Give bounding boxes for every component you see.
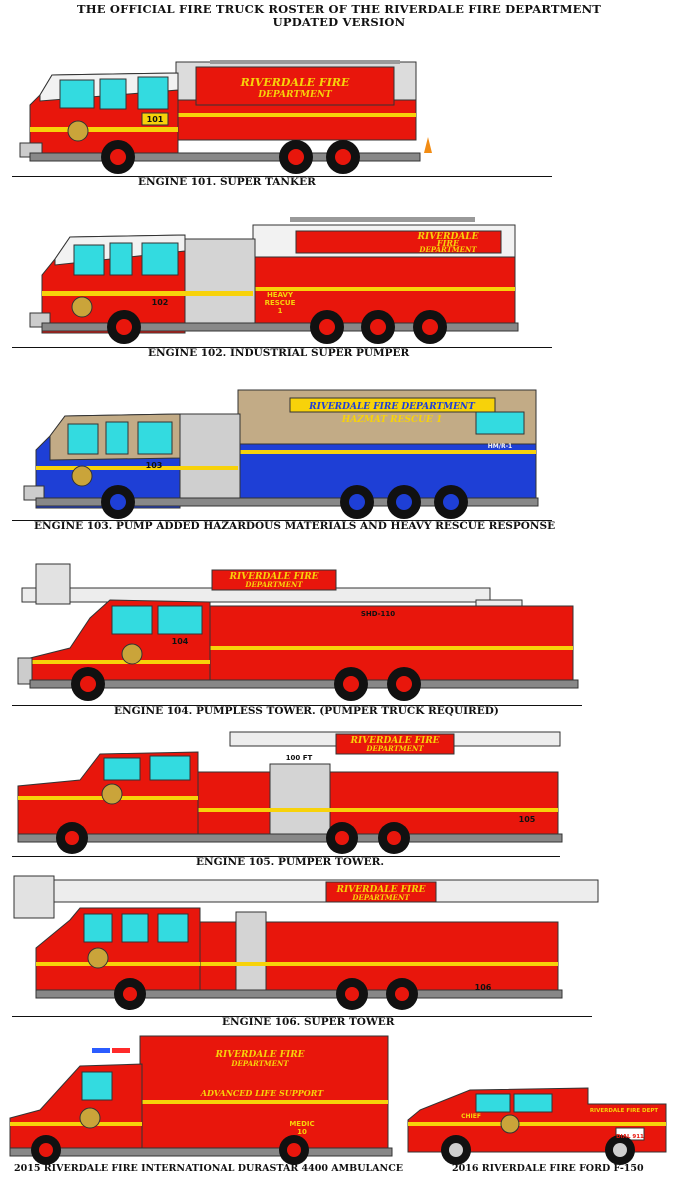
engine-105-body-line-1: RIVERDALE FIRE <box>349 736 439 746</box>
engine-105-ladder-tag: 100 FT <box>286 754 313 762</box>
engine-103-body-line-1: RIVERDALE FIRE DEPARTMENT <box>308 402 476 412</box>
pickup-illustration <box>407 1087 667 1165</box>
engine-103-caption: ENGINE 103. PUMP ADDED HAZARDOUS MATERIA… <box>34 520 556 532</box>
engine-106-body-line-1: RIVERDALE FIRE <box>335 885 425 895</box>
engine-104-illustration <box>17 563 579 701</box>
engine-102-illustration <box>29 217 519 344</box>
ambulance-medic-label: MEDIC <box>289 1120 314 1128</box>
ambulance-text-layer: RIVERDALE FIRE DEPARTMENT ADVANCED LIFE … <box>200 1050 324 1136</box>
pickup-caption: 2016 RIVERDALE FIRE FORD F-150 <box>452 1163 644 1174</box>
page-subtitle: UPDATED VERSION <box>272 15 406 29</box>
engine-105-illustration <box>17 731 563 854</box>
ambulance-illustration <box>9 1035 393 1165</box>
ambulance-service-label: ADVANCED LIFE SUPPORT <box>200 1088 324 1098</box>
divider <box>12 705 582 706</box>
engine-106-body-line-2: DEPARTMENT <box>351 893 410 902</box>
engine-105-number: 105 <box>519 815 536 824</box>
engine-103-illustration <box>23 389 539 519</box>
divider <box>12 520 552 521</box>
engine-101-illustration <box>19 60 432 174</box>
engine-101-caption: ENGINE 101. SUPER TANKER <box>138 176 316 188</box>
engine-104-text-layer: RIVERDALE FIRE DEPARTMENT SHD-110 104 <box>172 572 396 646</box>
engine-102-side-label-2: RESCUE <box>265 299 296 307</box>
ambulance-caption: 2015 RIVERDALE FIRE INTERNATIONAL DURAST… <box>14 1163 404 1174</box>
engine-101-number: 101 <box>147 115 164 124</box>
pickup-door-text: RIVERDALE FIRE DEPT <box>590 1108 659 1114</box>
engine-104-body-line-1: RIVERDALE FIRE <box>228 572 318 582</box>
divider <box>12 176 552 177</box>
engine-102-number: 102 <box>152 298 169 307</box>
engine-103-body-line-2: HAZMAT RESCUE 1 <box>341 415 442 425</box>
engine-102-side-label-1: HEAVY <box>267 291 294 299</box>
divider <box>12 856 560 857</box>
engine-104-number: 104 <box>172 637 189 646</box>
engine-106-caption: ENGINE 106. SUPER TOWER <box>222 1016 395 1028</box>
engine-105-body-line-2: DEPARTMENT <box>365 744 424 753</box>
engine-101-body-line-2: DEPARTMENT <box>257 90 333 100</box>
engine-104-unit-tag: SHD-110 <box>361 610 395 618</box>
engine-106-text-layer: RIVERDALE FIRE DEPARTMENT 106 <box>335 885 492 992</box>
ambulance-body-line-2: DEPARTMENT <box>230 1059 289 1068</box>
pickup-bed-tag: DIAL 911 <box>616 1134 644 1140</box>
engine-105-text-layer: RIVERDALE FIRE DEPARTMENT 100 FT 105 <box>286 736 536 824</box>
engine-102-body-line-1: RIVERDALE <box>417 232 479 242</box>
divider <box>12 1016 592 1017</box>
ambulance-medic-number: 10 <box>297 1128 307 1136</box>
pickup-text-layer: CHIEF RIVERDALE FIRE DEPT DIAL 911 <box>461 1108 659 1140</box>
engine-106-illustration <box>13 875 599 1010</box>
engine-103-text-layer: RIVERDALE FIRE DEPARTMENT HAZMAT RESCUE … <box>146 402 513 470</box>
divider <box>12 347 552 348</box>
engine-102-body-line-3: DEPARTMENT <box>418 245 477 254</box>
pickup-role-label: CHIEF <box>461 1113 481 1120</box>
engine-106-number: 106 <box>475 983 492 992</box>
engine-103-number: 103 <box>146 461 163 470</box>
engine-105-caption: ENGINE 105. PUMPER TOWER. <box>196 856 385 868</box>
engine-101-body-line-1: RIVERDALE FIRE <box>240 76 350 89</box>
engine-102-text-layer: RIVERDALE FIRE DEPARTMENT HEAVY RESCUE 1… <box>152 232 479 315</box>
engine-103-unit-tag: HM/R-1 <box>488 443 512 450</box>
engine-102-body-line-2: FIRE <box>436 238 460 248</box>
engine-102-side-label-3: 1 <box>278 307 283 315</box>
engine-104-caption: ENGINE 104. PUMPLESS TOWER. (PUMPER TRUC… <box>114 705 499 717</box>
page-title: THE OFFICIAL FIRE TRUCK ROSTER OF THE RI… <box>76 2 602 16</box>
engine-104-body-line-2: DEPARTMENT <box>244 580 303 589</box>
ambulance-body-line-1: RIVERDALE FIRE <box>214 1050 304 1060</box>
engine-101-text-layer: RIVERDALE FIRE DEPARTMENT 101 <box>147 76 350 124</box>
engine-102-caption: ENGINE 102. INDUSTRIAL SUPER PUMPER <box>148 347 410 359</box>
